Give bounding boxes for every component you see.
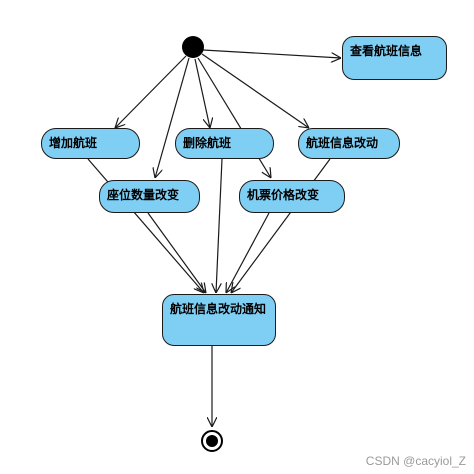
watermark: CSDN @cacyiol_Z [365, 454, 466, 468]
activity-view-flight-info: 查看航班信息 [342, 36, 447, 80]
activity-delete-flight: 删除航班 [175, 128, 274, 159]
activity-notify-flight-change-label: 航班信息改动通知 [170, 302, 267, 316]
activity-view-flight-info-label: 查看航班信息 [350, 44, 423, 58]
start-node [182, 36, 204, 58]
activity-ticket-price-change: 机票价格改变 [239, 180, 345, 213]
edge-start-to-modify-flight-info [201, 53, 309, 128]
activity-modify-flight-info-label: 航班信息改动 [306, 136, 379, 150]
activity-seat-count-change: 座位数量改变 [99, 180, 200, 213]
activity-add-flight: 增加航班 [41, 128, 140, 159]
activity-delete-flight-label: 删除航班 [183, 136, 232, 150]
edge-ticket-price-change-to-notify [226, 212, 270, 293]
activity-ticket-price-change-label: 机票价格改变 [247, 188, 320, 202]
edge-start-to-seat-count-change [155, 57, 190, 178]
edge-seat-count-change-to-notify [147, 212, 206, 293]
activity-notify-flight-change: 航班信息改动通知 [162, 294, 276, 346]
edge-start-to-add-flight [115, 55, 187, 128]
activity-modify-flight-info: 航班信息改动 [298, 128, 400, 159]
activity-add-flight-label: 增加航班 [49, 136, 98, 150]
edge-start-to-delete-flight [194, 58, 210, 128]
edge-delete-flight-to-notify [216, 158, 223, 293]
activity-seat-count-change-label: 座位数量改变 [107, 188, 180, 202]
end-node [206, 435, 218, 447]
edge-start-to-view-flight-info [202, 49, 341, 58]
